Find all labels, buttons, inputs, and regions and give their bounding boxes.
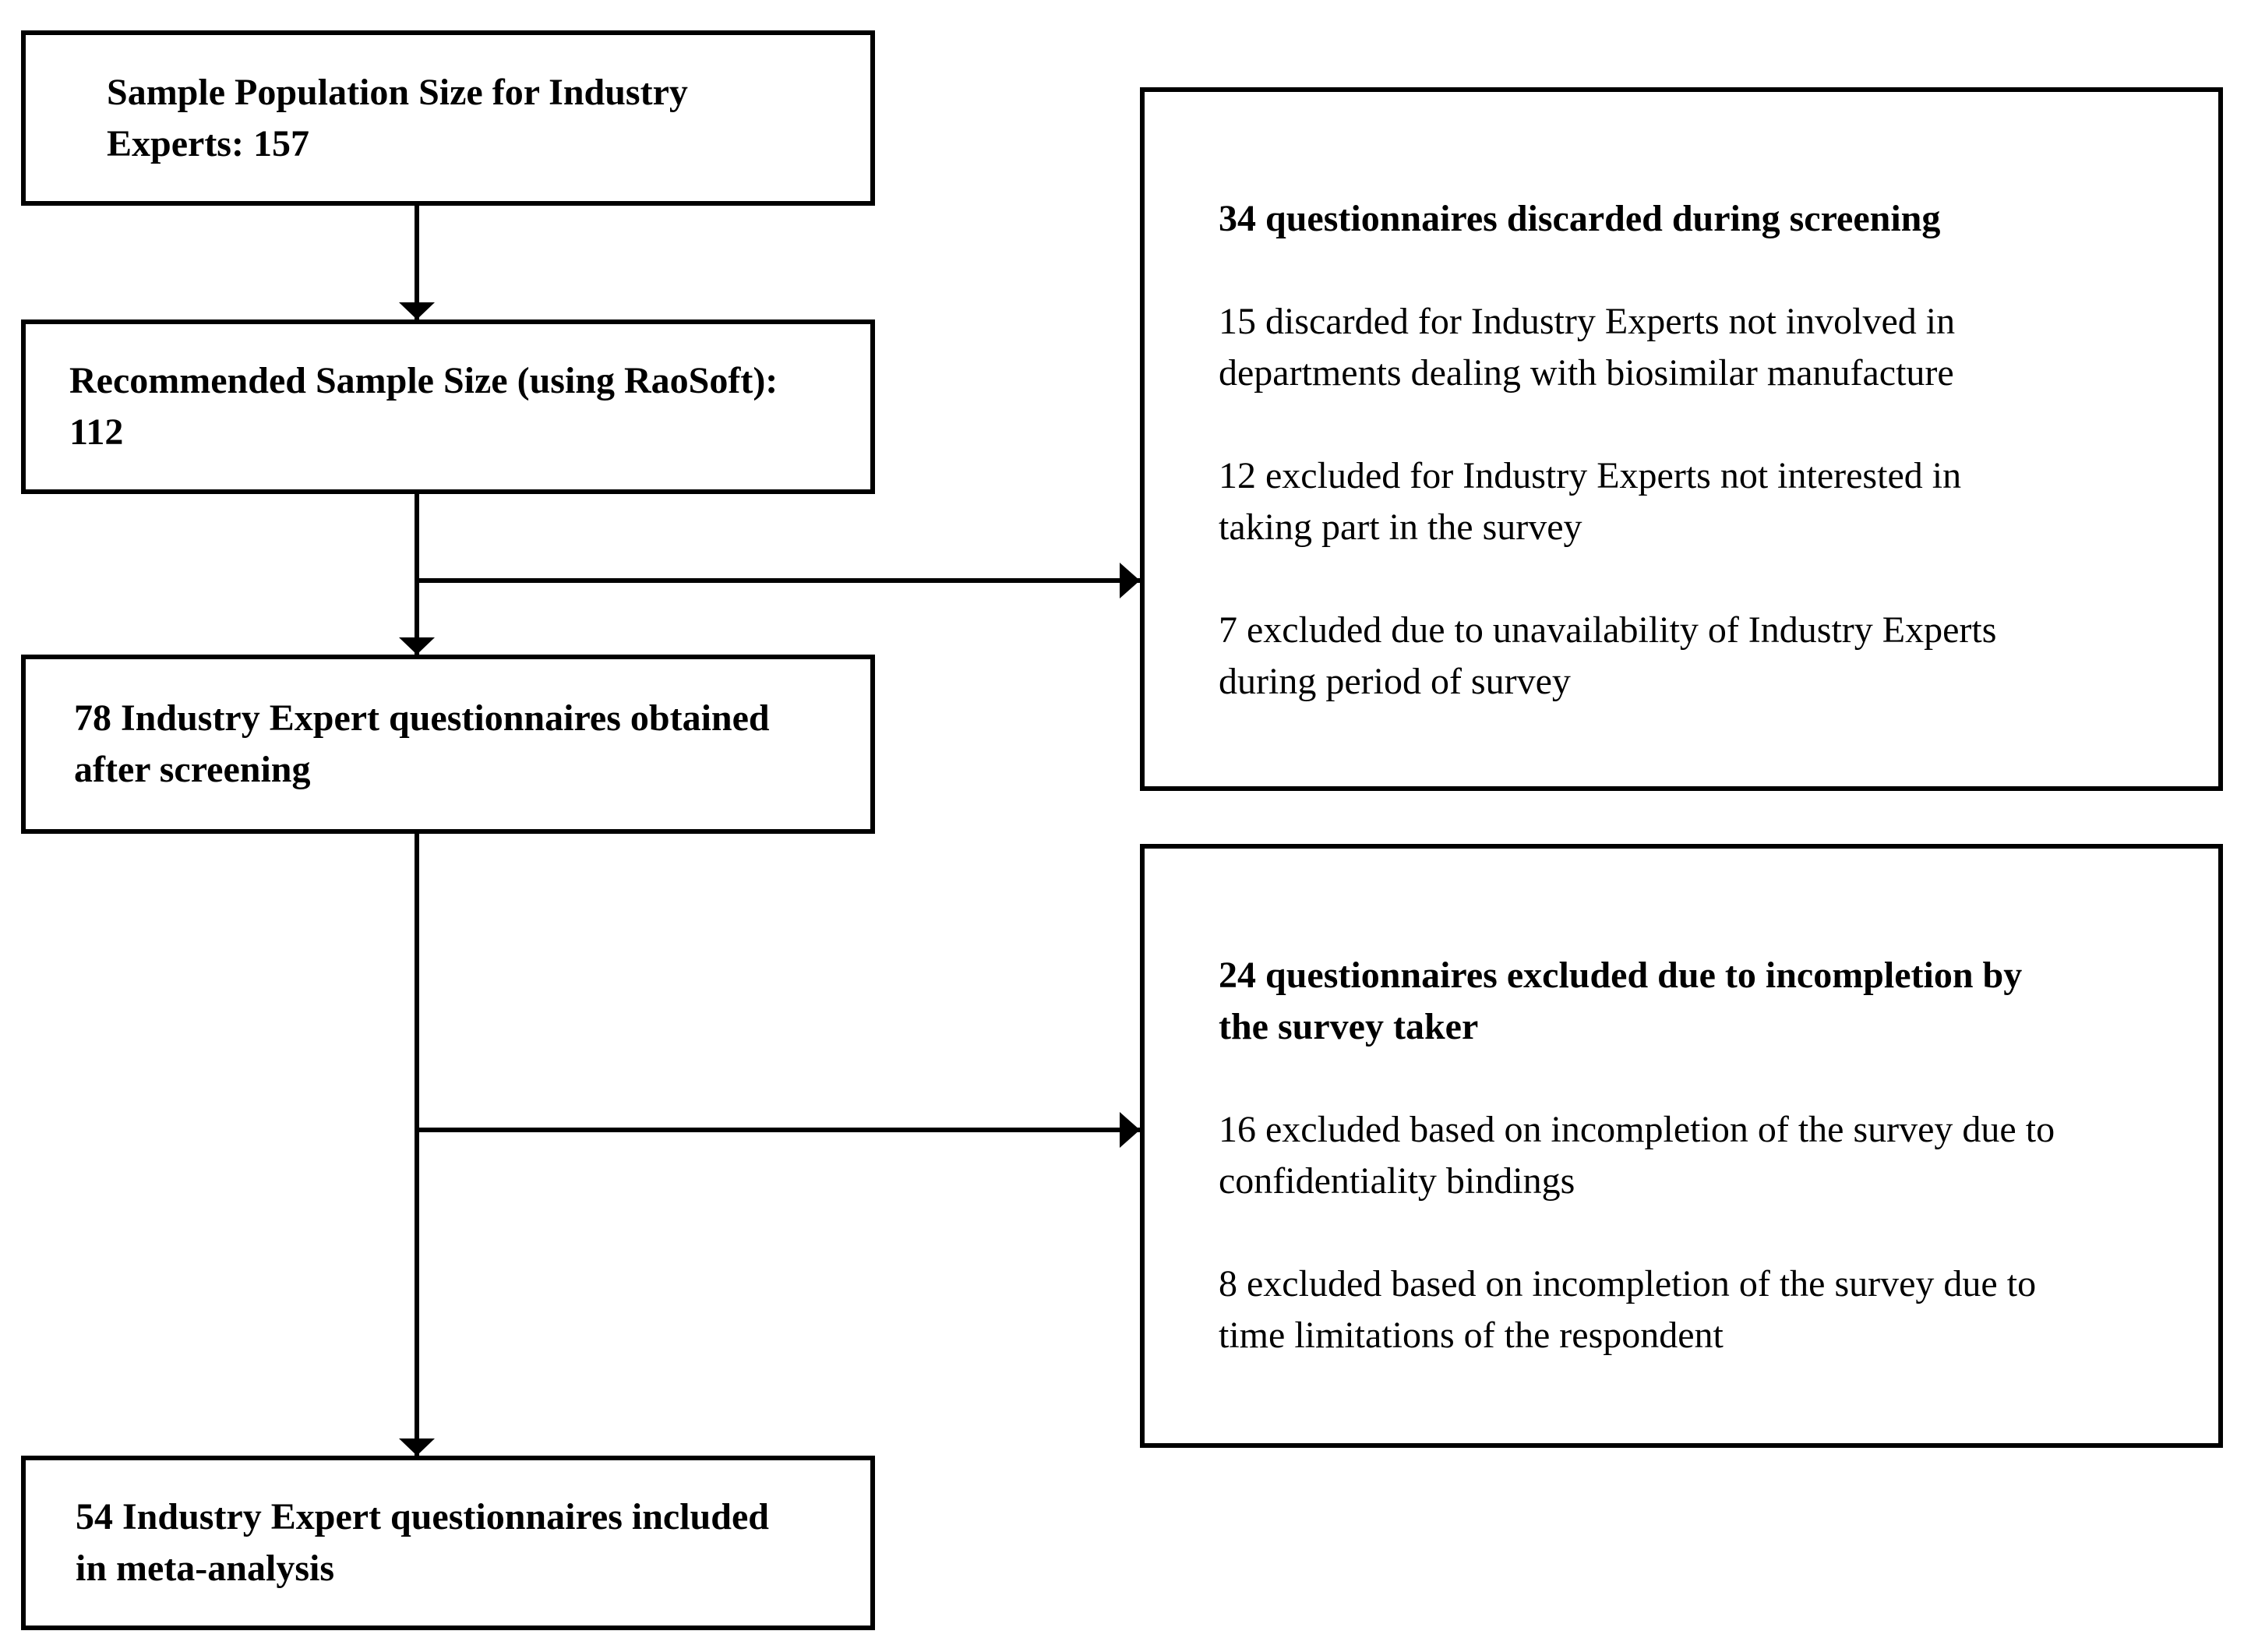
box-text-line: Recommended Sample Size (using RaoSoft): <box>69 360 778 401</box>
exclusion-reason: 16 excluded based on incompletion of the… <box>1219 1104 2187 1207</box>
flow-box-excluded-incompletion: 24 questionnaires excluded due to incomp… <box>1140 844 2223 1448</box>
reason-line: 12 excluded for Industry Experts not int… <box>1219 455 1962 496</box>
reason-line: confidentiality bindings <box>1219 1160 1575 1202</box>
connector-vertical-box1-box2 <box>415 206 419 319</box>
reason-line: 16 excluded based on incompletion of the… <box>1219 1109 2055 1150</box>
connector-vertical-box2-box3 <box>415 494 419 655</box>
flow-box-sample-population: Sample Population Size for Industry Expe… <box>21 30 875 206</box>
arrowhead-down-into-box3-icon <box>399 637 435 655</box>
reason-line: departments dealing with biosimilar manu… <box>1219 352 1954 394</box>
flow-box-included-meta-analysis: 54 Industry Expert questionnaires includ… <box>21 1456 875 1630</box>
reason-line: 7 excluded due to unavailability of Indu… <box>1219 609 1997 651</box>
exclusion-reason: 7 excluded due to unavailability of Indu… <box>1219 605 2187 708</box>
box-text-line: 54 Industry Expert questionnaires includ… <box>76 1496 769 1537</box>
exclusion-heading: 24 questionnaires excluded due to incomp… <box>1219 950 2187 1053</box>
flow-box-obtained-after-screening: 78 Industry Expert questionnaires obtain… <box>21 655 875 834</box>
exclusion-heading: 34 questionnaires discarded during scree… <box>1219 193 2187 245</box>
exclusion-reason: 15 discarded for Industry Experts not in… <box>1219 296 2187 399</box>
heading-line: the survey taker <box>1219 1006 1479 1047</box>
box-text-line: Experts: 157 <box>107 122 309 164</box>
connector-vertical-box3-box4 <box>415 834 419 1456</box>
arrowhead-right-into-screening-box-icon <box>1120 563 1140 598</box>
heading-line: 24 questionnaires excluded due to incomp… <box>1219 955 2023 996</box>
exclusion-reason: 8 excluded based on incompletion of the … <box>1219 1258 2187 1361</box>
heading-line: 34 questionnaires discarded during scree… <box>1219 198 1941 239</box>
connector-horizontal-to-screening-box <box>417 578 1140 583</box>
flow-box-recommended-sample-size: Recommended Sample Size (using RaoSoft):… <box>21 319 875 494</box>
reason-line: during period of survey <box>1219 661 1571 702</box>
box-text-line: after screening <box>74 749 311 790</box>
arrowhead-down-into-box4-icon <box>399 1438 435 1456</box>
exclusion-reason: 12 excluded for Industry Experts not int… <box>1219 450 2187 553</box>
reason-line: taking part in the survey <box>1219 507 1582 548</box>
reason-line: time limitations of the respondent <box>1219 1315 1724 1356</box>
box-text-line: 78 Industry Expert questionnaires obtain… <box>74 697 770 739</box>
flow-box-discarded-during-screening: 34 questionnaires discarded during scree… <box>1140 87 2223 791</box>
box-text-line: in meta-analysis <box>76 1548 335 1589</box>
arrowhead-right-into-incompletion-box-icon <box>1120 1112 1140 1148</box>
reason-line: 15 discarded for Industry Experts not in… <box>1219 301 1956 342</box>
box-text-line: 112 <box>69 411 124 453</box>
box-text-line: Sample Population Size for Industry <box>107 71 688 113</box>
connector-horizontal-to-incompletion-box <box>417 1128 1140 1132</box>
reason-line: 8 excluded based on incompletion of the … <box>1219 1263 2037 1304</box>
arrowhead-down-into-box2-icon <box>399 302 435 319</box>
